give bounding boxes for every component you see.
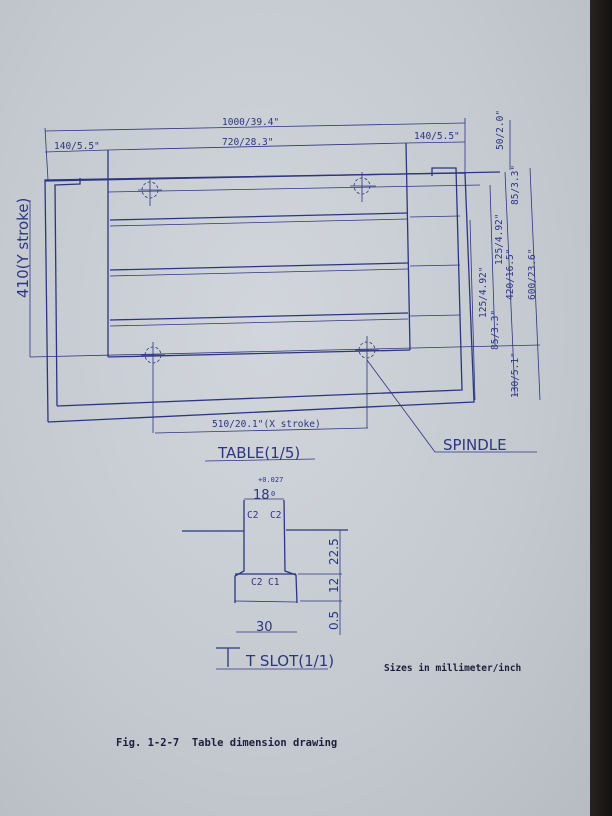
dim-table-depth: 420/16.5"	[505, 249, 516, 300]
spindle-position-markers	[138, 172, 379, 433]
tslot-depth-upper: 22.5	[327, 538, 341, 565]
table-outline	[29, 142, 541, 423]
dim-left-margin: 140/5.5"	[54, 141, 100, 152]
tslot-chamfer-2: C2	[270, 510, 281, 521]
dim-slot-spacing-2: 125/4.92"	[478, 267, 489, 318]
y-stroke-label: 410(Y stroke)	[14, 198, 32, 298]
t-slot-lines	[109, 212, 461, 327]
tslot-chamfer-4: C1	[268, 577, 280, 588]
tslot-chamfer-1: C2	[247, 510, 258, 521]
tslot-width-top: 18	[253, 488, 270, 503]
dim-overall-depth: 600/23.6"	[527, 249, 538, 300]
dim-slot-pitch-top: 85/3.3"	[510, 165, 521, 205]
x-stroke-label: 510/20.1"(X stroke)	[212, 419, 321, 430]
tslot-chamfer-3: C2	[251, 577, 262, 588]
document-page	[0, 0, 590, 816]
tslot-width-bottom: 30	[256, 620, 273, 635]
tslot-title: T SLOT(1/1)	[245, 652, 334, 670]
tslot-tolerance-lower: 0	[271, 490, 275, 498]
dim-center-width: 720/28.3"	[222, 137, 273, 148]
dim-right-margin: 140/5.5"	[414, 131, 460, 142]
dim-slot-pitch-bottom: 85/3.3"	[490, 310, 501, 350]
units-note: Sizes in millimeter/inch	[384, 663, 521, 674]
spindle-label: SPINDLE	[443, 436, 507, 454]
tslot-depth-bottom: 0.5	[327, 611, 341, 630]
figure-caption: Fig. 1-2-7 Table dimension drawing	[116, 737, 337, 749]
dim-top-offset: 50/2.0"	[495, 110, 506, 150]
tslot-tolerance-upper: +0.027	[258, 476, 283, 484]
tslot-depth-head: 12	[327, 578, 341, 593]
table-title: TABLE(1/5)	[217, 444, 300, 462]
dim-slot-spacing-1: 125/4.92"	[494, 214, 505, 265]
dimension-lines	[29, 118, 541, 453]
dim-bottom-offset: 130/5.1"	[510, 352, 521, 398]
dim-overall-width: 1000/39.4"	[222, 117, 279, 128]
t-slot-section	[182, 498, 348, 670]
